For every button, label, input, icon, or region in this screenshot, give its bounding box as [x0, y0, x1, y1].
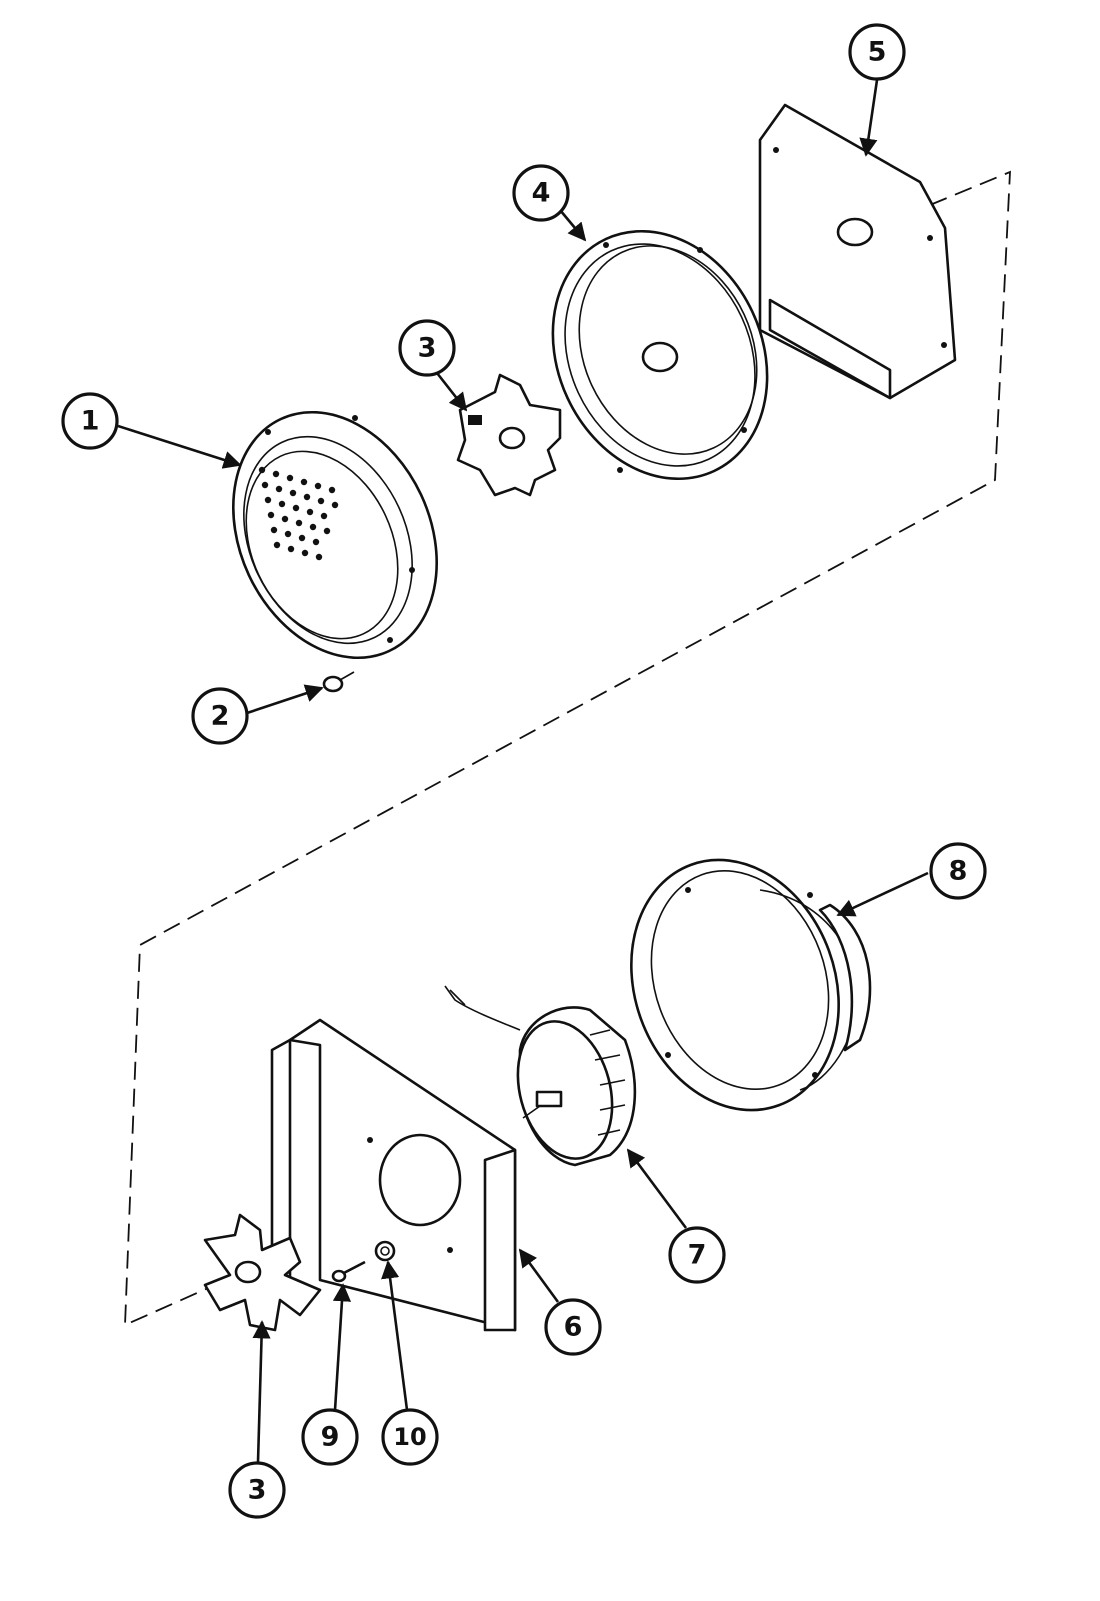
- perforation-hole: [284, 530, 292, 538]
- perforation-hole: [315, 553, 323, 561]
- fan-blade-upper-part: [456, 373, 562, 497]
- mounting-bracket-part: [270, 1018, 517, 1332]
- perforation-hole: [328, 486, 336, 494]
- callout-7-label: 7: [688, 1240, 707, 1271]
- leader-7: [626, 1148, 688, 1229]
- perforation-hole: [331, 501, 339, 509]
- leader-3a: [435, 372, 468, 412]
- perforation-hole: [303, 493, 311, 501]
- leader-8: [836, 871, 929, 917]
- perforation-hole: [320, 512, 328, 520]
- screw-part: [322, 671, 355, 693]
- perforation-hole: [300, 478, 308, 486]
- callout-6-label: 6: [564, 1312, 583, 1343]
- perforation-hole: [270, 526, 278, 534]
- gasket-ring-part: [551, 229, 769, 481]
- leader-3b: [252, 1320, 271, 1463]
- perforation-hole: [309, 523, 317, 531]
- perforation-hole: [295, 519, 303, 527]
- perforation-hole: [287, 545, 295, 553]
- fan-housing-part: [630, 858, 872, 1112]
- callout-2-label: 2: [211, 701, 230, 732]
- leader-4: [559, 209, 587, 242]
- fan-blade-lower-part: [203, 1213, 322, 1332]
- callout-3-upper-label: 3: [418, 333, 437, 364]
- perforation-hole: [264, 496, 272, 504]
- callout-8: 8: [929, 842, 987, 900]
- perforation-hole: [298, 534, 306, 542]
- assembly-boundary-line: [124, 170, 1011, 1327]
- callout-5: 5: [848, 23, 906, 81]
- back-plate-part: [758, 103, 957, 400]
- leader-6: [518, 1248, 560, 1303]
- screw-lower-part: [331, 1260, 366, 1283]
- perforation-hole: [278, 500, 286, 508]
- leader-5: [859, 79, 879, 157]
- perforation-hole: [267, 511, 275, 519]
- callout-8-label: 8: [949, 856, 968, 887]
- perforation-hole: [317, 497, 325, 505]
- washer-part: [374, 1240, 396, 1262]
- leader-1: [117, 424, 242, 469]
- perforation-hole: [261, 481, 269, 489]
- front-cover-part: [232, 410, 438, 660]
- callout-4-label: 4: [532, 178, 551, 209]
- perforation-hole: [281, 515, 289, 523]
- callout-3-lower: 3: [228, 1461, 286, 1519]
- perforation-hole: [323, 527, 331, 535]
- perforation-hole: [292, 504, 300, 512]
- perforation-hole: [289, 489, 297, 497]
- perforation-hole: [312, 538, 320, 546]
- callout-3-lower-label: 3: [248, 1475, 267, 1506]
- callout-7: 7: [668, 1226, 726, 1284]
- perforation-hole: [314, 482, 322, 490]
- perforation-hole: [272, 470, 280, 478]
- callout-10: 10: [381, 1408, 439, 1466]
- callout-2: 2: [191, 687, 249, 745]
- perforation-hole: [258, 466, 266, 474]
- callout-5-label: 5: [868, 37, 887, 68]
- perforation-hole: [275, 485, 283, 493]
- perforation-hole: [273, 541, 281, 549]
- callout-4: 4: [512, 164, 570, 222]
- callout-6: 6: [544, 1298, 602, 1356]
- perforation-hole: [301, 549, 309, 557]
- callout-1-label: 1: [81, 406, 100, 437]
- motor-part: [444, 985, 637, 1167]
- callout-1: 1: [61, 392, 119, 450]
- perforation-hole: [286, 474, 294, 482]
- callout-9: 9: [301, 1408, 359, 1466]
- leader-10: [381, 1260, 409, 1411]
- leader-9: [332, 1283, 352, 1411]
- callout-9-label: 9: [321, 1422, 340, 1453]
- leader-2: [246, 684, 324, 715]
- perforation-hole: [306, 508, 314, 516]
- callout-3-upper: 3: [398, 319, 456, 377]
- callout-10-label: 10: [393, 1423, 426, 1451]
